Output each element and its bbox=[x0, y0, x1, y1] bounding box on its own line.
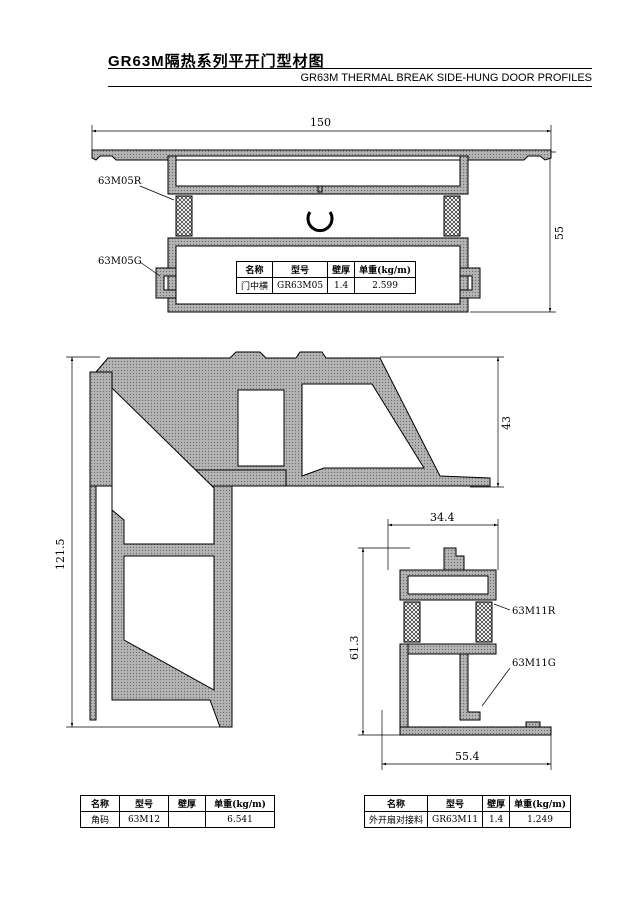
td-wall bbox=[168, 811, 206, 828]
th-model: 型号 bbox=[427, 795, 484, 812]
th-name: 名称 bbox=[363, 795, 429, 812]
page-subtitle: GR63M THERMAL BREAK SIDE-HUNG DOOR PROFI… bbox=[300, 72, 592, 84]
td-model: GR63M11 bbox=[427, 811, 484, 828]
td-wall: 1.4 bbox=[327, 277, 356, 294]
label-63M05G: 63M05G bbox=[98, 256, 142, 267]
th-model: 型号 bbox=[272, 261, 329, 278]
th-wall: 壁厚 bbox=[327, 261, 356, 278]
dim-height-small: 61.3 bbox=[348, 636, 361, 661]
th-weight: 单重(kg/m) bbox=[205, 795, 275, 812]
dim-top-small: 34.4 bbox=[430, 511, 455, 524]
th-name: 名称 bbox=[235, 261, 274, 278]
small-profile bbox=[358, 519, 552, 770]
td-name: 外开扇对接料 bbox=[363, 811, 429, 828]
label-63M05R: 63M05R bbox=[98, 176, 142, 187]
th-weight: 单重(kg/m) bbox=[354, 261, 416, 278]
spec-table-63M12: 名称 型号 壁厚 单重(kg/m) 角码 63M12 6.541 bbox=[80, 795, 275, 828]
td-name: 角码 bbox=[80, 811, 120, 828]
dim-width-top: 150 bbox=[310, 116, 331, 129]
th-weight: 单重(kg/m) bbox=[509, 795, 571, 812]
dim-bottom-small: 55.4 bbox=[455, 750, 480, 763]
spec-table-63M11: 名称 型号 壁厚 单重(kg/m) 外开扇对接料 GR63M11 1.4 1.2… bbox=[363, 795, 571, 828]
td-model: 63M12 bbox=[119, 811, 169, 828]
dim-height-corner: 121.5 bbox=[54, 539, 67, 571]
td-weight: 2.599 bbox=[354, 277, 416, 294]
th-wall: 壁厚 bbox=[482, 795, 511, 812]
corner-profile bbox=[66, 351, 504, 728]
th-model: 型号 bbox=[119, 795, 169, 812]
subtitle-rule bbox=[108, 86, 592, 87]
label-63M11G: 63M11G bbox=[512, 658, 556, 669]
dim-arm-corner: 43 bbox=[500, 416, 513, 430]
td-model: GR63M05 bbox=[272, 277, 329, 294]
page-title: GR63M隔热系列平开门型材图 bbox=[108, 53, 325, 70]
td-weight: 1.249 bbox=[509, 811, 571, 828]
td-name: 门中横 bbox=[235, 277, 274, 294]
td-wall: 1.4 bbox=[482, 811, 511, 828]
th-name: 名称 bbox=[80, 795, 120, 812]
spec-table-63M05: 名称 型号 壁厚 单重(kg/m) 门中横 GR63M05 1.4 2.599 bbox=[235, 261, 416, 294]
dim-height-top: 55 bbox=[553, 226, 566, 240]
td-weight: 6.541 bbox=[205, 811, 275, 828]
title-rule bbox=[108, 68, 592, 69]
label-63M11R: 63M11R bbox=[512, 606, 556, 617]
th-wall: 壁厚 bbox=[168, 795, 206, 812]
